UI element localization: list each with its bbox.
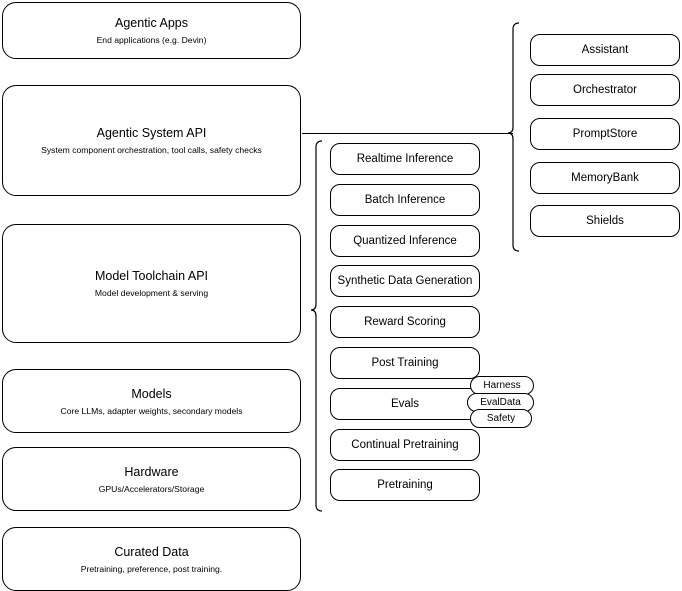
capability-label: Realtime Inference [356,153,454,165]
component-label: MemoryBank [571,172,639,184]
capability-reward-scoring[interactable]: Reward Scoring [330,306,480,338]
layer-subtitle: Pretraining, preference, post training. [80,563,223,574]
layer-subtitle: GPUs/Accelerators/Storage [98,483,205,494]
component-shields[interactable]: Shields [530,205,680,237]
layer-hardware[interactable]: Hardware GPUs/Accelerators/Storage [2,447,301,511]
layer-title: Agentic Apps [115,16,188,30]
layer-models[interactable]: Models Core LLMs, adapter weights, secon… [2,369,301,433]
capability-label: Batch Inference [364,194,446,206]
capability-label: Synthetic Data Generation [337,275,473,287]
evals-subcomponent-safety[interactable]: Safety [470,409,532,428]
layer-title: Models [131,386,172,401]
capability-synthetic-data-generation[interactable]: Synthetic Data Generation [330,265,480,297]
layer-title: Hardware [124,464,179,479]
layer-agentic-system-api[interactable]: Agentic System API System component orch… [2,85,301,196]
component-label: Shields [586,215,624,227]
layer-subtitle: End applications (e.g. Devin) [96,35,207,45]
layer-subtitle: Core LLMs, adapter weights, secondary mo… [60,405,243,416]
evals-subcomponent-label: Safety [486,412,516,424]
capability-pretraining[interactable]: Pretraining [330,469,480,501]
layer-agentic-apps[interactable]: Agentic Apps End applications (e.g. Devi… [2,2,301,59]
layer-title: Curated Data [114,544,189,559]
capability-label: Continual Pretraining [351,439,459,451]
component-orchestrator[interactable]: Orchestrator [530,74,680,106]
capability-label: Reward Scoring [364,316,446,328]
connector-line-system-api [302,133,513,134]
layer-title: Agentic System API [96,126,207,140]
component-label: Assistant [581,44,629,56]
capability-continual-pretraining[interactable]: Continual Pretraining [330,429,480,461]
capability-label: Quantized Inference [353,235,457,247]
component-label: PromptStore [572,128,638,140]
capability-label: Pretraining [377,479,433,491]
capability-batch-inference[interactable]: Batch Inference [330,184,480,216]
capability-label: Post Training [371,357,439,369]
layer-subtitle: System component orchestration, tool cal… [41,145,262,155]
brace-toolchain-capabilities [310,140,323,512]
component-memorybank[interactable]: MemoryBank [530,162,680,194]
component-label: Orchestrator [573,84,637,96]
evals-subcomponent-label: EvalData [480,396,521,408]
layer-subtitle: Model development & serving [94,288,209,298]
evals-subcomponent-label: Harness [483,379,521,391]
layer-curated-data[interactable]: Curated Data Pretraining, preference, po… [2,527,301,591]
capability-quantized-inference[interactable]: Quantized Inference [330,225,480,257]
capability-realtime-inference[interactable]: Realtime Inference [330,143,480,175]
capability-label: Evals [390,398,420,410]
layer-title: Model Toolchain API [94,269,209,283]
brace-system-components [507,22,520,252]
capability-evals[interactable]: Evals [330,388,480,420]
component-promptstore[interactable]: PromptStore [530,118,680,150]
layer-model-toolchain-api[interactable]: Model Toolchain API Model development & … [2,224,301,343]
capability-post-training[interactable]: Post Training [330,347,480,379]
component-assistant[interactable]: Assistant [530,34,680,66]
